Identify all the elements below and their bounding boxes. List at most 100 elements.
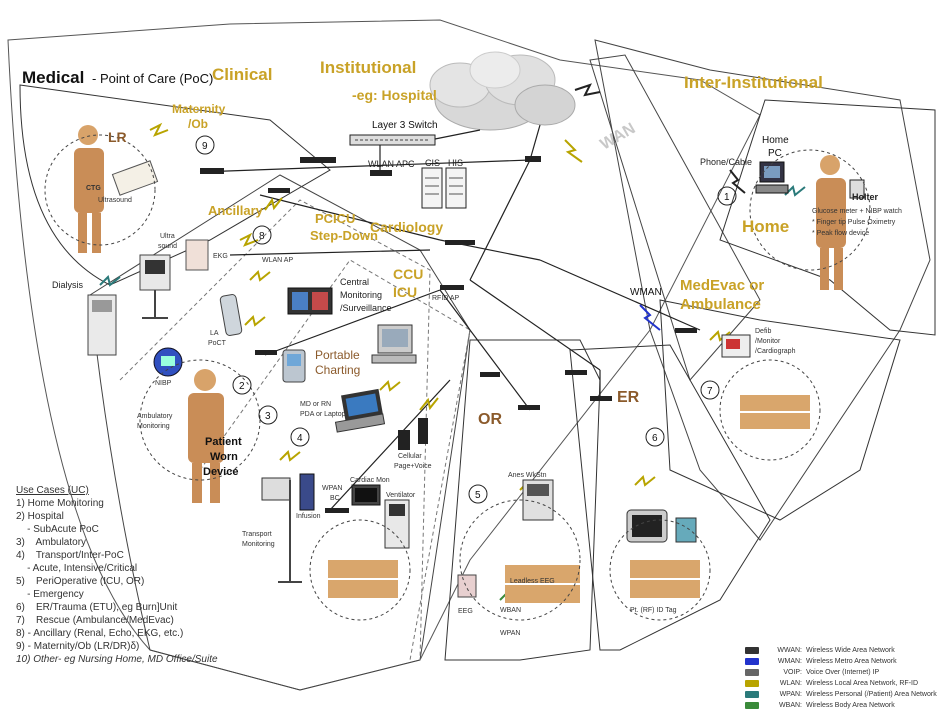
switch-icon <box>675 328 697 333</box>
portable-label-2: Charting <box>315 363 360 377</box>
legend-abbr: WMAN: <box>777 657 802 665</box>
home-pc-label-2: PC <box>768 148 782 159</box>
defib-label-1: Defib <box>755 328 771 335</box>
switch-icon <box>525 156 541 162</box>
er-region <box>569 344 771 651</box>
use-case-item: - SubAcute PoC <box>16 524 99 535</box>
legend-abbr: WPAN: <box>779 690 802 698</box>
ambulance-label: Ambulance <box>680 296 761 313</box>
wban-label: WBAN <box>500 607 521 614</box>
md-rn-label-2: PDA or Laptop <box>300 411 346 418</box>
use-case-item: 8) - Ancillary (Renal, Echo, EKG, etc.) <box>16 628 184 639</box>
legend-abbr: VOIP: <box>783 668 802 676</box>
patient-figure <box>74 125 104 253</box>
infusion-label: Infusion <box>296 513 321 520</box>
wlan-lightning-icon <box>379 380 401 392</box>
ventilator-label: Ventilator <box>386 492 416 499</box>
legend-abbr: WWAN: <box>777 646 802 654</box>
wlan-lightning-icon <box>634 475 656 487</box>
anes-workstation-icon <box>522 479 554 521</box>
patient-bed <box>328 560 398 598</box>
cardiology-label: Cardiology <box>370 219 443 235</box>
cis-label: CIS <box>425 158 440 168</box>
switch-icon <box>480 372 500 377</box>
wban-circles <box>44 134 871 621</box>
legend-row: WLAN:Wireless Local Area Network, RF-ID <box>745 678 941 688</box>
cellular-label-1: Cellular <box>398 453 422 460</box>
central-label-1: Central <box>340 277 369 287</box>
central-label-2: Monitoring <box>340 290 382 300</box>
switch-icon <box>518 405 540 410</box>
use-case-number-9: 9 <box>202 141 208 152</box>
inter-institutional-label: Inter-Institutional <box>684 73 823 92</box>
ultra-label-1: Ultra <box>160 233 175 240</box>
legend-lightning-icon <box>745 690 759 698</box>
defib-monitor-icon <box>721 334 751 358</box>
cis-server-icon <box>421 167 443 209</box>
legend-lightning-icon <box>745 701 759 709</box>
layer3-switch-label: Layer 3 Switch <box>372 120 438 131</box>
use-case-number-2: 2 <box>239 381 245 392</box>
wpan-lightning-icon <box>784 185 806 197</box>
wlan-lightning-icon <box>279 450 301 462</box>
ultra-label-2: sound <box>158 243 177 250</box>
dialysis-machine-icon <box>87 294 117 356</box>
legend-desc: Wireless Metro Area Network <box>806 657 897 665</box>
ultrasound-label: Ultrasound <box>98 197 132 204</box>
nibp-monitor-icon <box>153 347 183 377</box>
wlan-lightning-icon <box>149 122 169 137</box>
legend-desc: Wireless Personal (/Patient) Area Networ… <box>806 690 937 698</box>
medical-region-outline <box>7 19 761 691</box>
medevac-region <box>659 299 901 521</box>
leadless-label: Leadless EEG <box>510 578 555 585</box>
defib-label-3: /Cardiograph <box>755 348 796 355</box>
use-case-numbers <box>195 135 737 504</box>
wwan-lightning-icon <box>564 139 583 163</box>
legend-row: WBAN:Wireless Body Area Network <box>745 700 941 710</box>
maternity-label: Maternity <box>172 102 226 116</box>
clinical-label: Clinical <box>212 65 272 84</box>
icu-label: ICU <box>393 284 417 300</box>
layer3-switch <box>349 134 436 146</box>
eeg-label: EEG <box>458 608 473 615</box>
cellular-label-2: Page+Voice <box>394 463 432 470</box>
or-region <box>444 339 601 661</box>
phone-cable-label: Phone/Cable <box>700 157 752 167</box>
home-list-3: * Peak flow device <box>812 230 869 237</box>
central-label-3: /Surveillance <box>340 303 392 313</box>
use-case-number-8: 8 <box>259 231 265 242</box>
legend-row: VOIP:Voice Over (Internet) IP <box>745 667 941 677</box>
wman-label: WMAN <box>630 287 662 298</box>
cloud-icon <box>429 51 576 131</box>
legend-desc: Wireless Wide Area Network <box>806 646 895 654</box>
holter-device-icon <box>849 179 865 199</box>
la-label-2: PoCT <box>208 340 227 347</box>
la-label-1: LA <box>210 330 219 337</box>
holter-label: Holter <box>852 192 879 202</box>
his-label: HIS <box>448 158 463 168</box>
ccu-label: CCU <box>393 266 423 282</box>
anes-label: Anes WkStn <box>508 472 547 479</box>
patient-bed <box>630 560 700 598</box>
use-case-number-3: 3 <box>265 411 271 422</box>
use-case-item: 6) ER/Trauma (ETU), eg Burn]Unit <box>16 602 178 613</box>
use-case-item: 9) - Maternity/Ob (LR/DR)δ) <box>16 641 140 652</box>
medevac-label: MedEvac or <box>680 277 764 294</box>
institutional-label: Institutional <box>320 58 416 77</box>
portable-label-1: Portable <box>315 348 360 362</box>
ambulatory-label-1: Ambulatory <box>137 413 173 420</box>
switch-icon <box>255 350 277 355</box>
wpan-bc-label-1: WPAN <box>322 485 342 492</box>
patient-bed <box>505 565 580 603</box>
legend-row: WPAN: Wireless Personal (/Patient) Area N… <box>745 689 941 699</box>
ancillary-label: Ancillary <box>208 203 264 218</box>
use-case-item: 4) Transport/Inter-PoC <box>16 550 124 561</box>
switch-icon <box>300 157 336 163</box>
use-case-item: - Emergency <box>16 589 84 600</box>
wman-lightning-icon <box>639 304 661 331</box>
inter-institutional-region <box>594 39 931 541</box>
use-case-number-6: 6 <box>652 433 658 444</box>
la-poct-device-icon <box>219 294 243 336</box>
home-list-1: Glucose meter + NIBP watch <box>812 208 902 215</box>
